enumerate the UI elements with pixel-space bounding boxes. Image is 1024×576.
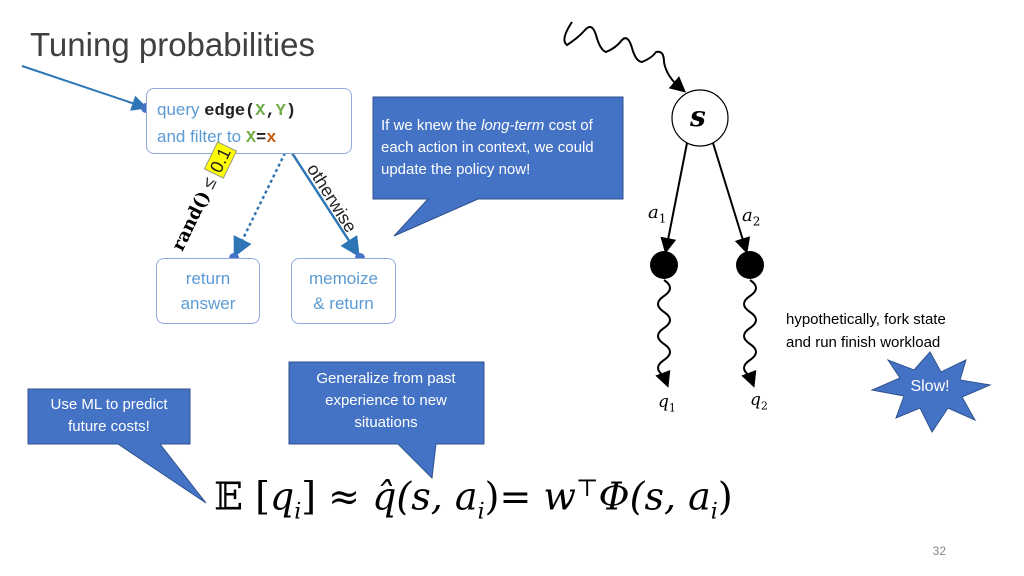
query-line-1: query edge(X,Y) (157, 97, 341, 124)
formula-phi-close: ) (717, 474, 733, 519)
formula-args-close: ) (484, 474, 500, 519)
formula-transpose: ⊤ (575, 474, 599, 502)
root-state-label: s (690, 100, 706, 133)
child-node-1 (650, 251, 678, 279)
note-line-2: and run finish workload (786, 334, 941, 351)
long-term-after: cost of each action in context, we could… (381, 117, 594, 178)
query-label: query (157, 100, 205, 119)
query-box[interactable]: query edge(X,Y) and filter to X=x (146, 88, 352, 154)
long-term-callout-shape (372, 96, 624, 237)
formula-approx: ≈ (316, 474, 373, 519)
q2-sub: 2 (760, 399, 768, 413)
query-var-x: X (255, 102, 266, 121)
a2-sub: 2 (752, 214, 761, 229)
memoize-line-1: memoize (309, 269, 378, 288)
cost-q1-label: q1 (658, 392, 676, 414)
slow-callout-text: Slow! (910, 378, 950, 395)
q1-letter: q (658, 392, 669, 412)
formula-args-sub: i (477, 499, 485, 525)
ml-callout-text: Use ML to predict future costs! (50, 396, 168, 435)
squiggle-incoming-arrow (563, 21, 687, 93)
formula-q: q (269, 474, 295, 519)
memoize-return-box[interactable]: memoize & return (291, 258, 396, 324)
edge-a1 (660, 142, 688, 254)
return-line-1: return (185, 269, 231, 288)
formula-args: (s, a (396, 474, 478, 519)
a1-sub: 1 (658, 211, 667, 226)
action-a1-label: a1 (648, 202, 666, 226)
cost-formula: 𝔼 [qi] ≈ q̂(s, ai)= w⊤Φ(s, ai) (214, 474, 733, 524)
formula-q-sub: i (294, 499, 302, 525)
otherwise-branch-arrow (290, 152, 360, 258)
ml-callout-shape (27, 388, 207, 504)
page-number: 32 (932, 544, 946, 558)
formula-eq: = (499, 474, 544, 519)
rollout-squiggle-2 (741, 279, 757, 388)
return-answer-box[interactable]: return answer (156, 258, 260, 324)
formula-phi: Φ(s, a (598, 474, 711, 519)
filter-value-x: x (266, 129, 277, 148)
generalize-callout-text: Generalize from past experience to new s… (316, 370, 456, 431)
note-line-1: hypothetically, fork state (786, 311, 946, 328)
incoming-arrow (21, 65, 148, 111)
slow-burst-shape (870, 351, 992, 433)
slide-title: Tuning probabilities (30, 26, 315, 63)
query-line-2: and filter to X=x (157, 124, 341, 151)
long-term-before: If we knew the (381, 117, 482, 134)
formula-qhat: q̂ (372, 474, 397, 519)
formula-rbracket: ] (301, 474, 317, 519)
edge-a2 (712, 142, 751, 254)
q2-letter: q (750, 390, 761, 410)
random-branch-arrow (233, 152, 287, 258)
query-var-y: Y (275, 102, 286, 121)
return-line-2: answer (180, 294, 236, 313)
a2-letter: a (742, 205, 753, 226)
action-a2-label: a2 (742, 205, 760, 229)
query-comma: , (265, 102, 276, 121)
memoize-line-2: & return (313, 294, 374, 313)
q1-sub: 1 (668, 401, 676, 415)
formula-lbracket: [ (255, 474, 270, 519)
long-term-italic: long-term (481, 117, 545, 134)
root-state-node (671, 89, 729, 147)
formula-phi-sub: i (710, 499, 718, 525)
child-node-2 (736, 251, 764, 279)
rollout-note: hypothetically, fork state and run finis… (786, 308, 946, 354)
rollout-squiggle-1 (655, 279, 671, 388)
cost-q2-label: q2 (750, 390, 768, 412)
generalize-callout-shape (288, 361, 485, 480)
query-code: edge( (204, 102, 256, 121)
formula-w: w (543, 474, 576, 519)
long-term-callout-text: If we knew the long-term cost of each ac… (378, 115, 621, 181)
expectation-symbol: 𝔼 (214, 474, 243, 519)
filter-var-x: X (245, 129, 257, 148)
le-symbol: ≤ (198, 174, 221, 192)
query-close: ) (285, 102, 297, 121)
filter-eq: = (256, 129, 267, 148)
filter-label: and filter to (157, 127, 246, 146)
a1-letter: a (648, 202, 659, 223)
